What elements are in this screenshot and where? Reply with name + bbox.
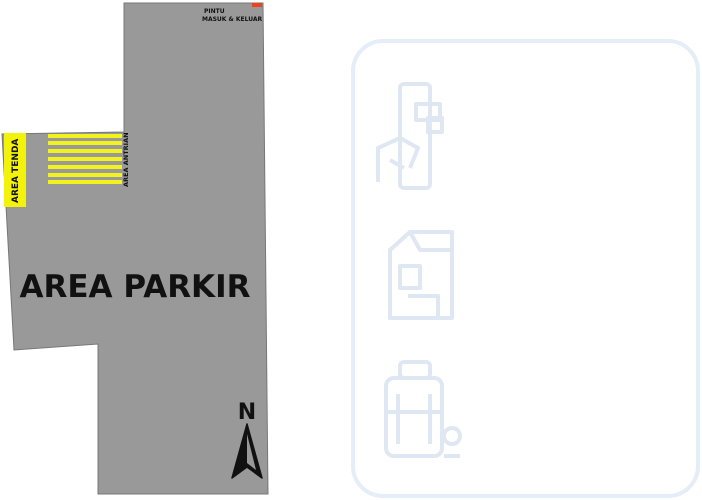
north-arrow-icon xyxy=(231,423,263,479)
shop-icon xyxy=(388,230,454,320)
gate-marker xyxy=(252,3,262,7)
queue-stripe xyxy=(48,157,122,161)
queue-stripe xyxy=(48,141,122,145)
mobile-booking-icon xyxy=(376,82,444,190)
queue-stripe xyxy=(48,149,122,153)
queue-stripe xyxy=(48,165,122,169)
tent-area-highlight xyxy=(4,133,26,207)
luggage-icon xyxy=(384,360,462,458)
queue-stripe xyxy=(48,180,122,184)
legend-panel xyxy=(351,39,700,498)
queue-area-label: AREA ANTRIAN xyxy=(122,132,130,187)
parking-area-label: AREA PARKIR xyxy=(20,269,251,305)
queue-stripe xyxy=(48,173,122,177)
gate-label-line2: MASUK & KELUAR xyxy=(202,16,263,23)
queue-stripe xyxy=(48,134,122,138)
tent-area-label: AREA TENDA xyxy=(11,139,21,203)
parking-lot-shape xyxy=(1,2,269,495)
queue-area-stripes xyxy=(48,134,122,184)
gate-label-line1: PINTU xyxy=(204,8,225,15)
north-label: N xyxy=(238,400,256,425)
